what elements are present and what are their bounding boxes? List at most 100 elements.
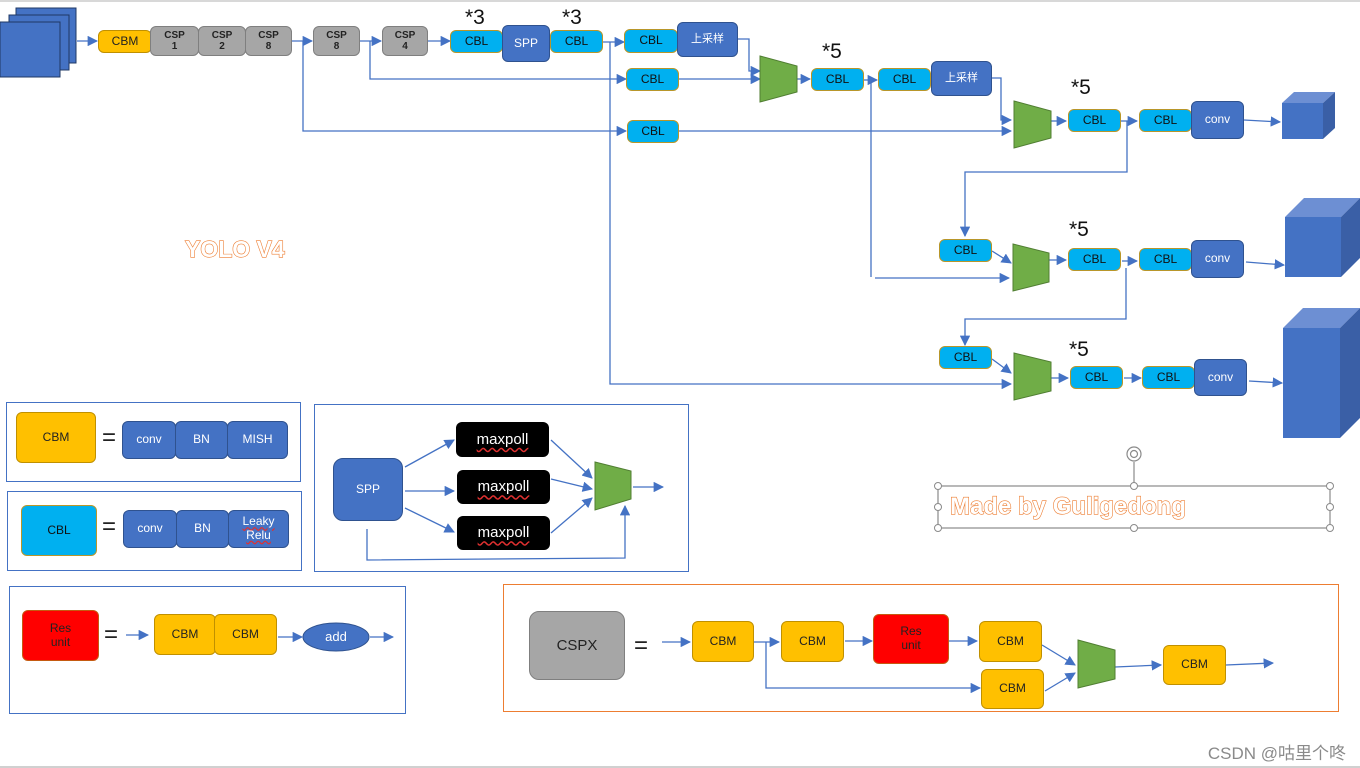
output-cube-medium-icon xyxy=(1285,198,1360,277)
legend-spp-maxpool-2: maxpoll xyxy=(457,470,550,504)
head2-conv: conv xyxy=(1191,240,1244,278)
arrow-head2-output xyxy=(1245,259,1286,270)
input-image-stack-icon xyxy=(0,7,77,78)
arrow-pool3-concat xyxy=(550,497,593,534)
legend-cspx-panel xyxy=(503,584,1339,712)
arrow-head1-output xyxy=(1243,116,1282,127)
head1-cbl-1: CBL xyxy=(1068,109,1121,132)
equals-sign: = xyxy=(102,424,117,451)
legend-cspx-cbm-2: CBM xyxy=(781,621,844,662)
head2-cbl-in: CBL xyxy=(939,239,992,262)
arrow-spp-pool3 xyxy=(404,507,455,533)
arrow-concat-cbm xyxy=(1114,660,1163,671)
legend-cspx-name: CSPX xyxy=(529,611,625,680)
legend-res-cbm-1: CBM xyxy=(154,614,216,655)
legend-cbm-panel xyxy=(6,402,301,482)
legend-spp-maxpool-1: maxpoll xyxy=(456,422,549,457)
legend-cspx-cbm-1: CBM xyxy=(692,621,754,662)
neck-cbl-d: CBL xyxy=(878,68,931,91)
route-spp-to-head3 xyxy=(609,42,1013,390)
concat-icon xyxy=(1077,639,1116,689)
legend-spp-panel xyxy=(314,404,689,572)
neck-cbl-c: CBL xyxy=(624,29,678,53)
arrow-pool1-concat xyxy=(550,439,593,479)
resize-handle-icon[interactable] xyxy=(934,524,942,532)
legend-res-panel xyxy=(9,586,406,714)
resize-handle-icon[interactable] xyxy=(1326,482,1334,490)
repeat-label: *3 xyxy=(465,6,485,29)
arrow-skip-concat xyxy=(1044,672,1076,692)
backbone-csp4: CSP 4 xyxy=(382,26,428,56)
legend-res-name: Res unit xyxy=(22,610,99,661)
legend-res-cbm-2: CBM xyxy=(214,614,277,655)
equals-sign: = xyxy=(634,632,649,659)
neck-upsample-2: 上采样 xyxy=(931,61,992,96)
legend-cbm-mish: MISH xyxy=(227,421,288,459)
neck-cbl-a: CBL xyxy=(450,30,503,53)
bottom-border xyxy=(0,766,1360,768)
backbone-csp8: CSP 8 xyxy=(245,26,292,56)
legend-cbm-name: CBM xyxy=(16,412,96,463)
head2-cbl-2: CBL xyxy=(1139,248,1192,271)
resize-handle-icon[interactable] xyxy=(1130,524,1138,532)
arrow-cspx-skip xyxy=(765,642,982,694)
repeat-label: *5 xyxy=(1071,76,1091,99)
route-head2-to-head3 xyxy=(959,268,1127,347)
resize-handle-icon[interactable] xyxy=(934,482,942,490)
top-border xyxy=(0,0,1360,2)
arrow-pool2-concat xyxy=(550,478,594,492)
neck-spp: SPP xyxy=(502,25,550,62)
concat-icon xyxy=(1012,243,1050,292)
legend-cspx-cbm-3: CBM xyxy=(979,621,1042,662)
legend-cbl-bn: BN xyxy=(176,510,229,548)
neck-upsample-1: 上采样 xyxy=(677,22,738,57)
neck-cbl-route1: CBL xyxy=(626,68,679,91)
arrow-cspx-out xyxy=(1225,658,1275,669)
arrow-upsample2-concat xyxy=(991,77,1013,126)
backbone-cbm: CBM xyxy=(98,30,152,53)
arrow-cbm3-concat xyxy=(1041,644,1076,666)
repeat-label: *3 xyxy=(562,6,582,29)
arrow-spp-skip xyxy=(366,504,631,561)
route-csp8b-to-cbl xyxy=(369,41,628,85)
concat-icon xyxy=(594,461,632,511)
arrow-upsample-concat xyxy=(738,38,762,77)
neck-cbl-mid: CBL xyxy=(811,68,864,91)
repeat-label: *5 xyxy=(1069,338,1089,361)
route-head1-to-head2 xyxy=(959,121,1128,238)
legend-cspx-cbm-skip: CBM xyxy=(981,669,1044,709)
backbone-csp8-b: CSP 8 xyxy=(313,26,360,56)
resize-handle-icon[interactable] xyxy=(934,503,942,511)
resize-handle-icon[interactable] xyxy=(1326,524,1334,532)
backbone-csp1: CSP 1 xyxy=(150,26,199,56)
output-cube-large-icon xyxy=(1283,308,1360,438)
resize-handle-icon[interactable] xyxy=(1130,482,1138,490)
legend-cbm-bn: BN xyxy=(175,421,228,459)
resize-handle-icon[interactable] xyxy=(1326,503,1334,511)
equals-sign: = xyxy=(102,513,117,540)
legend-spp-name: SPP xyxy=(333,458,403,521)
head1-cbl-2: CBL xyxy=(1139,109,1192,132)
head3-conv: conv xyxy=(1194,359,1247,396)
head2-cbl-1: CBL xyxy=(1068,248,1121,271)
diagram-title: YOLO V4 xyxy=(184,235,285,262)
legend-cbl-panel xyxy=(7,491,302,571)
head3-cbl-2: CBL xyxy=(1142,366,1195,389)
output-cube-small-icon xyxy=(1282,92,1335,139)
head3-cbl-1: CBL xyxy=(1070,366,1123,389)
arrow-spp-pool1 xyxy=(404,439,455,468)
legend-cbl-name: CBL xyxy=(21,505,97,556)
add-ellipse xyxy=(302,622,370,652)
credit-text[interactable]: Made by Guligedong xyxy=(949,492,1187,520)
neck-cbl-b: CBL xyxy=(550,30,603,53)
rotate-handle-icon xyxy=(1126,446,1142,462)
legend-res-add: add xyxy=(325,628,347,644)
legend-cspx-res-unit: Res unit xyxy=(873,614,949,664)
legend-cbm-conv: conv xyxy=(122,421,176,459)
legend-spp-maxpool-3: maxpoll xyxy=(457,516,550,550)
watermark: CSDN @咕里个咚 xyxy=(1207,744,1346,763)
concat-icon xyxy=(1013,352,1052,401)
arrow-cbl-concat3 xyxy=(991,358,1012,374)
route-csp8-to-cbl xyxy=(302,41,628,137)
